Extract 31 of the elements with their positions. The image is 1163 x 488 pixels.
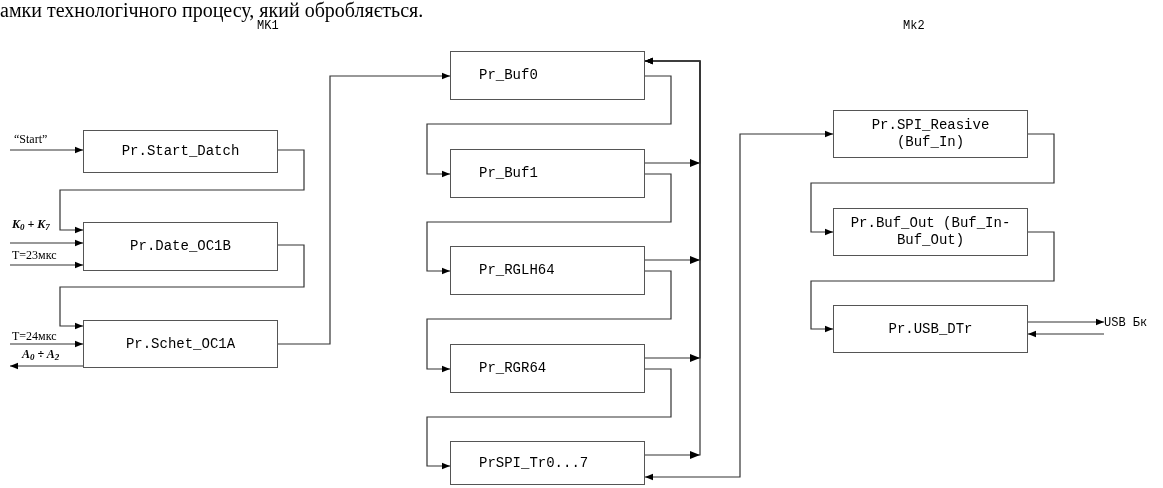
module-label: MK1: [257, 20, 279, 32]
process-box: [833, 305, 1028, 353]
signal-label: T=23мкс: [12, 248, 57, 262]
process-box: [83, 130, 278, 173]
signal-label: T=24мкс: [12, 329, 57, 343]
process-box: [450, 149, 645, 198]
box-label: PrSPI_Tr0...7: [479, 454, 589, 472]
process-box: [83, 320, 278, 368]
box-label: Pr_Buf1: [479, 165, 538, 182]
box-label: Pr_RGLH64: [479, 262, 555, 279]
process-box: [450, 344, 645, 393]
box-label: Pr_RGR64: [479, 360, 547, 377]
signal-label: K$_{0}$ + K$_{7}$: [12, 217, 50, 231]
box-label: Pr.Buf_Out (Buf_In-Buf_Out): [850, 215, 1011, 249]
process-box: [450, 246, 645, 295]
box-label: Pr.USB_DTr: [888, 320, 973, 338]
port-label: USB Бк: [1104, 312, 1160, 334]
signal-label: “Start”: [14, 132, 48, 146]
signal-label: A$_{0}$ ÷ A$_{2}$: [22, 347, 60, 361]
box-label: Pr_Buf0: [479, 67, 538, 84]
process-box: [450, 441, 645, 485]
module-label: Mk2: [903, 20, 925, 32]
process-box: [833, 208, 1028, 256]
box-label: Pr.Date_OC1B: [130, 238, 231, 255]
text-fragment: амки технологічного процесу, який обробляється.: [0, 0, 424, 20]
box-label: Pr.Schet_OC1A: [125, 335, 236, 353]
process-box: [450, 51, 645, 100]
process-box: [83, 222, 278, 271]
process-box: [833, 110, 1028, 158]
box-label: Pr.SPI_Reasive (Buf_In): [870, 117, 991, 151]
box-label: Pr.Start_Datch: [121, 143, 240, 160]
